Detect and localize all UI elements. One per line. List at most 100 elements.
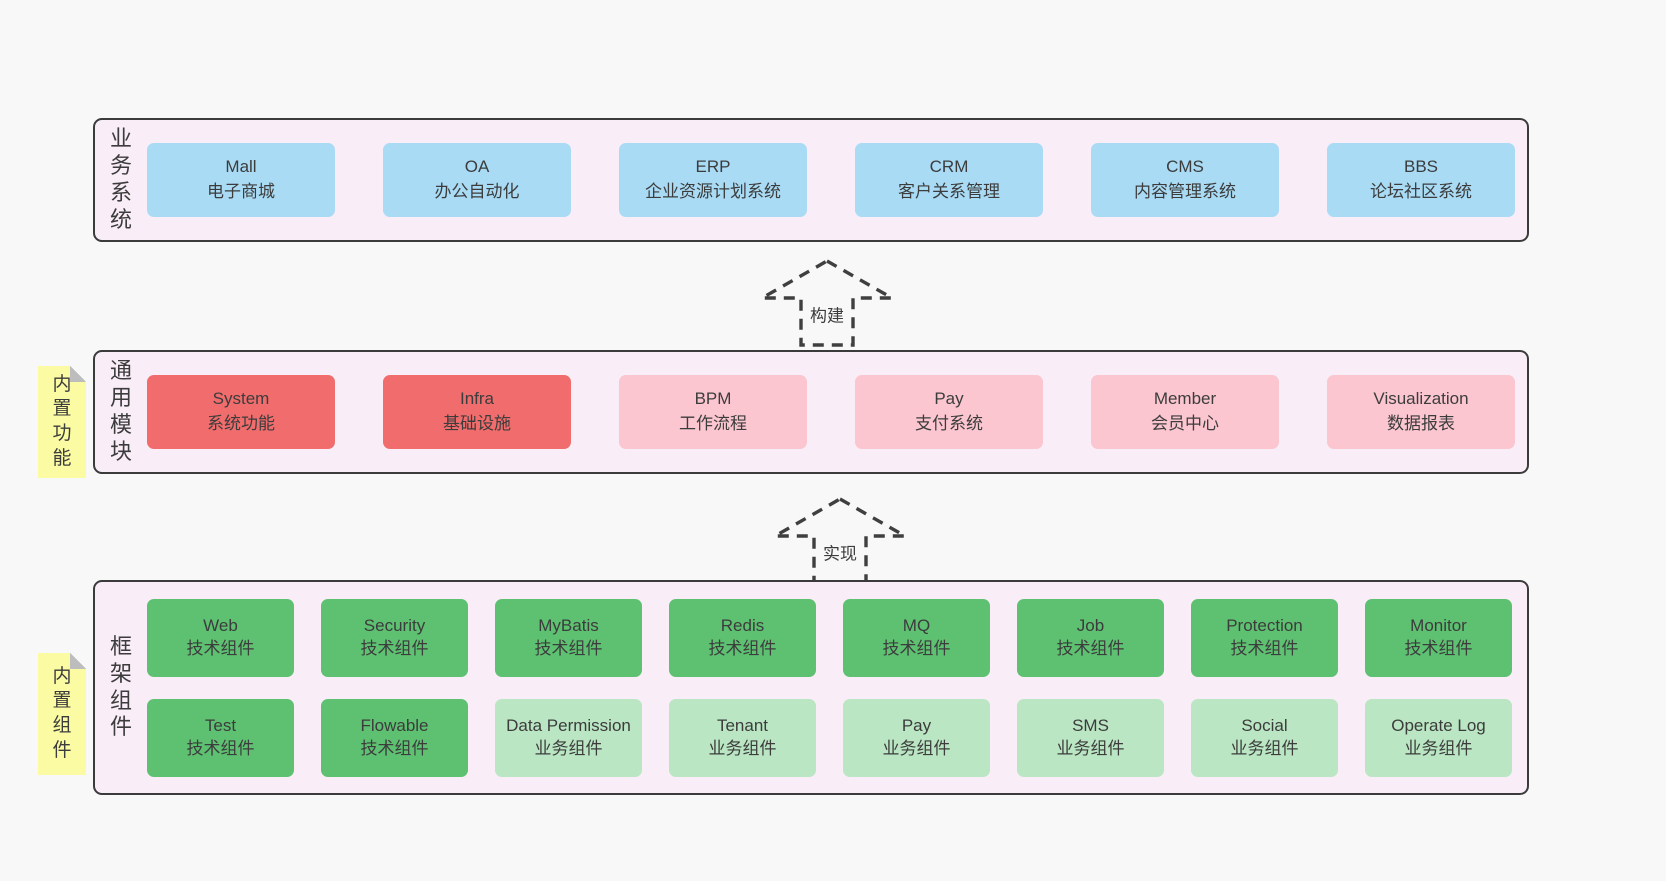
arrow-implement: 实现: [772, 496, 908, 586]
box-mq: MQ 技术组件: [843, 598, 990, 677]
box-title: Tenant: [716, 716, 769, 736]
sticky-fold: [70, 366, 86, 382]
box-title: MQ: [902, 616, 931, 636]
box-oa: OA 办公自动化: [383, 143, 571, 217]
box-title: Data Permission: [506, 716, 631, 736]
box-subtitle: 会员中心: [1151, 414, 1219, 433]
box-title: Monitor: [1410, 616, 1467, 636]
box-subtitle: 基础设施: [443, 414, 511, 433]
layer-common-modules: 通用模块 System 系统功能 Infra 基础设施 BPM 工作流程 Pay…: [93, 350, 1529, 474]
box-subtitle: 技术组件: [186, 638, 255, 658]
box-title: CMS: [1166, 157, 1204, 177]
box-redis: Redis 技术组件: [669, 598, 816, 677]
box-flowable: Flowable 技术组件: [321, 698, 468, 777]
box-pay: Pay 支付系统: [855, 375, 1043, 449]
box-title: CRM: [929, 157, 969, 177]
module-boxes-row: System 系统功能 Infra 基础设施 BPM 工作流程 Pay 支付系统…: [147, 375, 1535, 449]
box-title: Infra: [459, 389, 495, 409]
box-title: SMS: [1072, 716, 1109, 736]
box-subtitle: 技术组件: [360, 738, 429, 758]
component-grid: Web 技术组件 Security 技术组件 MyBatis 技术组件 Redi…: [147, 598, 1530, 777]
box-mybatis: MyBatis 技术组件: [495, 598, 642, 677]
box-title: Member: [1153, 389, 1217, 409]
layer-business-systems: 业务系统 Mall 电子商城 OA 办公自动化 ERP 企业资源计划系统 CRM…: [93, 118, 1529, 242]
box-subtitle: 技术组件: [1056, 638, 1125, 658]
box-mall: Mall 电子商城: [147, 143, 335, 217]
box-title: BBS: [1403, 157, 1439, 177]
box-subtitle: 办公自动化: [434, 182, 520, 201]
box-data-permission: Data Permission 业务组件: [495, 698, 642, 777]
box-operate-log: Operate Log 业务组件: [1365, 698, 1512, 777]
box-title: Redis: [720, 616, 765, 636]
box-subtitle: 业务组件: [1404, 738, 1473, 758]
box-title: BPM: [694, 389, 732, 409]
box-cms: CMS 内容管理系统: [1091, 143, 1279, 217]
box-title: Operate Log: [1391, 716, 1486, 736]
box-bpm: BPM 工作流程: [619, 375, 807, 449]
sticky-note-built-in-features: 内置功能: [38, 366, 86, 478]
box-monitor: Monitor 技术组件: [1365, 598, 1512, 677]
box-title: Pay: [901, 716, 932, 736]
box-subtitle: 技术组件: [186, 738, 255, 758]
box-protection: Protection 技术组件: [1191, 598, 1338, 677]
box-subtitle: 论坛社区系统: [1370, 182, 1472, 201]
box-crm: CRM 客户关系管理: [855, 143, 1043, 217]
box-title: System: [212, 389, 270, 409]
arrow-build: 构建: [759, 258, 895, 348]
box-subtitle: 系统功能: [207, 414, 275, 433]
box-subtitle: 客户关系管理: [898, 182, 1000, 201]
box-subtitle: 业务组件: [1056, 738, 1125, 758]
box-title: Flowable: [360, 716, 429, 736]
box-title: MyBatis: [538, 616, 599, 636]
layer-label: 框架组件: [110, 633, 133, 740]
box-subtitle: 技术组件: [534, 638, 603, 658]
dashed-up-arrow-icon: [772, 497, 908, 585]
arrow-label: 构建: [807, 299, 847, 329]
box-title: Protection: [1226, 616, 1303, 636]
layer-framework-components: 框架组件 Web 技术组件 Security 技术组件 MyBatis 技术组件…: [93, 580, 1529, 795]
box-title: Pay: [934, 389, 964, 409]
box-subtitle: 技术组件: [882, 638, 951, 658]
box-subtitle: 技术组件: [708, 638, 777, 658]
box-tenant: Tenant 业务组件: [669, 698, 816, 777]
box-subtitle: 数据报表: [1387, 414, 1455, 433]
box-title: ERP: [695, 157, 731, 177]
box-infra: Infra 基础设施: [383, 375, 571, 449]
box-subtitle: 业务组件: [1230, 738, 1299, 758]
box-subtitle: 技术组件: [360, 638, 429, 658]
sticky-label: 内置组件: [52, 665, 72, 761]
box-subtitle: 业务组件: [708, 738, 777, 758]
box-subtitle: 电子商城: [207, 182, 275, 201]
box-erp: ERP 企业资源计划系统: [619, 143, 807, 217]
box-bbs: BBS 论坛社区系统: [1327, 143, 1515, 217]
box-job: Job 技术组件: [1017, 598, 1164, 677]
box-title: Web: [203, 616, 238, 636]
box-title: Test: [204, 716, 237, 736]
component-row-1: Web 技术组件 Security 技术组件 MyBatis 技术组件 Redi…: [147, 598, 1512, 677]
box-sms: SMS 业务组件: [1017, 698, 1164, 777]
box-title: Social: [1241, 716, 1288, 736]
box-subtitle: 内容管理系统: [1134, 182, 1236, 201]
box-subtitle: 企业资源计划系统: [645, 182, 781, 201]
arrow-label: 实现: [820, 537, 860, 567]
box-social: Social 业务组件: [1191, 698, 1338, 777]
box-title: Visualization: [1373, 389, 1469, 409]
dashed-up-arrow-icon: [759, 259, 895, 347]
sticky-label: 内置功能: [52, 373, 72, 469]
box-title: Mall: [225, 157, 257, 177]
component-row-2: Test 技术组件 Flowable 技术组件 Data Permission …: [147, 698, 1512, 777]
box-pay-biz: Pay 业务组件: [843, 698, 990, 777]
box-visualization: Visualization 数据报表: [1327, 375, 1515, 449]
sticky-fold: [70, 653, 86, 669]
layer-label: 业务系统: [110, 126, 133, 232]
box-subtitle: 工作流程: [679, 414, 747, 433]
box-subtitle: 业务组件: [882, 738, 951, 758]
business-boxes-row: Mall 电子商城 OA 办公自动化 ERP 企业资源计划系统 CRM 客户关系…: [147, 143, 1535, 217]
box-title: Job: [1076, 616, 1105, 636]
layer-label: 通用模块: [110, 358, 133, 464]
box-title: OA: [464, 157, 490, 177]
box-subtitle: 技术组件: [1230, 638, 1299, 658]
sticky-note-built-in-components: 内置组件: [38, 653, 86, 775]
box-web: Web 技术组件: [147, 598, 294, 677]
box-subtitle: 支付系统: [915, 414, 983, 433]
